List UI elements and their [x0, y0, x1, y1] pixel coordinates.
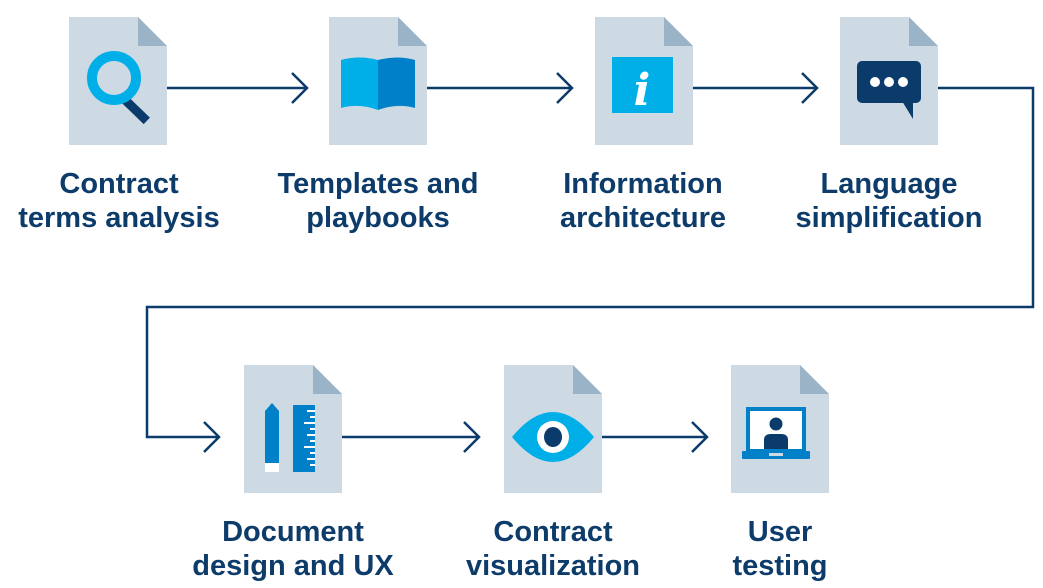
eye-icon — [512, 412, 594, 462]
arrow-2-3 — [427, 72, 574, 104]
step-7-label: User testing — [650, 515, 910, 583]
step-2-document — [329, 17, 427, 145]
arrow-4-5 — [145, 86, 1035, 453]
step-1-label: Contract terms analysis — [0, 167, 249, 235]
arrow-3-4 — [692, 72, 819, 104]
speech-bubble-icon — [857, 61, 921, 119]
step-3-label: Information architecture — [513, 167, 773, 235]
step-4-label-line1: Language — [820, 168, 958, 200]
arrow-1-2 — [167, 72, 309, 104]
step-6-label-line2: visualization — [465, 550, 641, 582]
step-2-label-line1: Templates and — [277, 168, 479, 200]
step-5-label-line2: design and UX — [192, 550, 394, 582]
pencil-ruler-icon — [265, 403, 315, 472]
step-4-label-line2: simplification — [795, 202, 983, 234]
step-1-document — [69, 17, 167, 145]
step-7-label-line1: User — [747, 516, 813, 548]
step-3-document: i — [595, 17, 693, 145]
step-5-label-line1: Document — [222, 516, 364, 548]
book-icon — [341, 57, 415, 110]
magnifier-icon — [87, 51, 150, 125]
step-4-document — [840, 17, 938, 145]
step-6-label-line1: Contract — [493, 516, 613, 548]
step-6-document — [504, 365, 602, 493]
step-2-label: Templates and playbooks — [248, 167, 508, 235]
step-5-document — [244, 365, 342, 493]
step-1-label-line1: Contract — [59, 168, 179, 200]
step-7-label-line2: testing — [732, 550, 828, 582]
svg-text:i: i — [634, 65, 651, 116]
laptop-user-icon — [742, 407, 810, 459]
step-3-label-line2: architecture — [559, 202, 726, 234]
arrow-6-7 — [602, 421, 709, 453]
info-icon: i — [612, 57, 673, 116]
step-4-label: Language simplification — [759, 167, 1019, 235]
step-5-label: Document design and UX — [163, 515, 423, 583]
step-7-document — [731, 365, 829, 493]
step-6-label: Contract visualization — [423, 515, 683, 583]
step-2-label-line2: playbooks — [306, 202, 450, 234]
step-1-label-line2: terms analysis — [18, 202, 220, 234]
connector-lines — [145, 72, 1035, 453]
step-3-label-line1: Information — [563, 168, 723, 200]
arrow-5-6 — [342, 421, 481, 453]
